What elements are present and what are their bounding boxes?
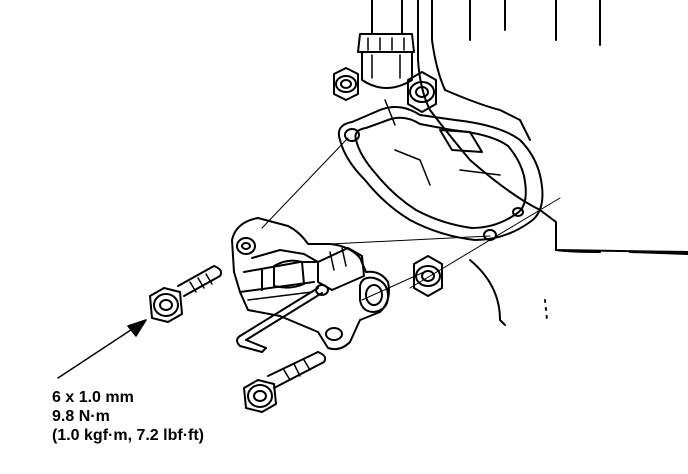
upper-left-bolt (333, 67, 359, 101)
torque-nm-text: 9.8 N·m (52, 408, 110, 425)
gasket-flange (337, 99, 544, 241)
lower-right-bolt (413, 255, 443, 297)
upper-tensioner-bolt (149, 265, 223, 323)
torque-spec-label: 6 x 1.0 mm 9.8 N·m (1.0 kgf·m, 7.2 lbf·f… (52, 388, 204, 445)
upper-right-bolt (407, 71, 437, 113)
lower-tensioner-bolt (243, 351, 327, 413)
leader-arrow (57, 319, 147, 379)
tensioner-body (231, 217, 390, 351)
oil-pipe (357, 0, 415, 89)
engine-block (417, 0, 688, 326)
alignment-lines (261, 137, 561, 301)
torque-alt-units-text: (1.0 kgf·m, 7.2 lbf·ft) (52, 427, 205, 444)
bolt-size-text: 6 x 1.0 mm (52, 389, 134, 406)
retaining-pin (236, 284, 329, 353)
